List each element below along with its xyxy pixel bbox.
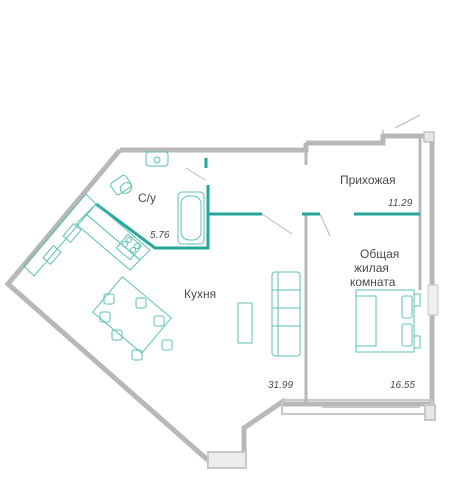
hall-area: 11.29 xyxy=(388,198,413,209)
bath-fixtures xyxy=(110,151,205,245)
bathroom-area: 5.76 xyxy=(150,230,170,241)
toilet-icon xyxy=(110,174,132,196)
kitchen-counter xyxy=(23,193,151,277)
chair-icon xyxy=(153,315,165,327)
bed-icon xyxy=(355,289,415,353)
sink-drain-icon xyxy=(153,156,161,164)
partition-walls xyxy=(95,158,420,250)
chair-icon xyxy=(161,339,173,351)
window-icon xyxy=(427,284,439,316)
living-name-line2: жилая xyxy=(354,261,389,275)
interior-doors xyxy=(185,167,331,237)
bath-door xyxy=(185,167,206,181)
east-windows xyxy=(427,284,439,316)
bathroom-name: С/у xyxy=(138,191,156,205)
dining-table xyxy=(91,276,173,361)
south-window xyxy=(207,399,436,469)
sofa-icon xyxy=(271,271,301,357)
counter-upper xyxy=(85,203,151,261)
lounge-furniture xyxy=(237,271,301,357)
bed xyxy=(355,289,421,353)
pillow-icon xyxy=(401,295,413,319)
chair-icon xyxy=(111,329,123,341)
counter-diagonal xyxy=(23,193,97,277)
sink-icon xyxy=(145,151,169,167)
living-area: 16.55 xyxy=(390,380,415,391)
coffee-table-icon xyxy=(237,302,253,344)
chair-icon xyxy=(103,293,115,305)
stove-icon xyxy=(115,233,143,261)
living-name-line1: Общая xyxy=(360,247,399,261)
kitchen-area: 31.99 xyxy=(268,380,293,391)
pillow-icon xyxy=(401,323,413,347)
chair-icon xyxy=(99,311,111,323)
counter-lower xyxy=(75,213,141,271)
wall-north-bath xyxy=(120,143,309,153)
kitchen-sink-icon xyxy=(62,222,82,244)
entry-door xyxy=(382,114,435,143)
chair-icon xyxy=(131,349,143,361)
kitchen-name: Кухня xyxy=(184,287,216,301)
table-icon xyxy=(91,276,173,354)
bath-partition xyxy=(95,185,210,250)
dishwasher-icon xyxy=(42,244,62,266)
hall-name: Прихожая xyxy=(340,173,396,187)
living-door xyxy=(319,213,331,237)
living-name-line3: комната xyxy=(350,275,396,289)
bathtub-icon xyxy=(177,191,205,245)
kitchen-door xyxy=(261,213,293,235)
chair-icon xyxy=(135,297,147,309)
